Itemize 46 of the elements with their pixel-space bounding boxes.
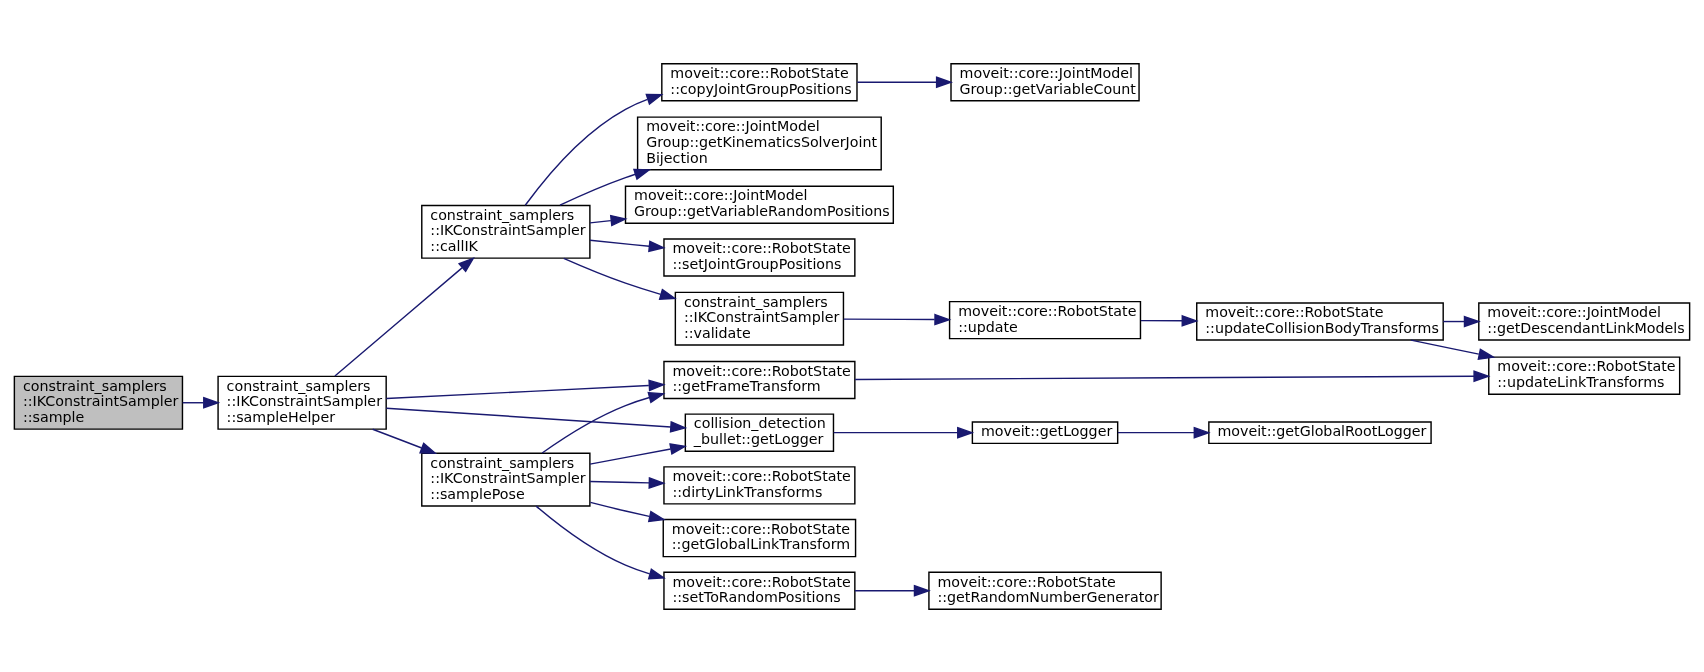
arrow [589,214,628,227]
node-box: constraint_samplers ::IKConstraintSampler ::validate [674,291,845,346]
node-box: moveit::core::RobotState ::copyJointGroupPositions [661,62,858,101]
arrow [524,93,664,206]
node-box: moveit::core::JointModel ::getDescendantLinkModels [1478,301,1691,341]
arrow [1442,315,1481,328]
arrow [832,426,975,439]
node-box: constraint_samplers ::IKConstraintSampler ::samplePose [421,452,591,507]
arrow [854,584,931,597]
node-box: moveit::core::RobotState ::getGlobalLinkTransform [662,518,857,557]
arrow [589,476,666,489]
arrow [563,257,677,300]
arrow [182,396,221,409]
node-box: moveit::getLogger [971,420,1119,444]
arrow [385,407,688,433]
arrow [535,504,666,580]
arrow [334,256,475,377]
node-box: moveit::core::RobotState ::update [948,300,1142,339]
node-box: collision_detection _bullet::getLogger [684,412,835,452]
node-box: moveit::core::RobotState ::getFrameTransform [663,360,856,399]
node-box: constraint_samplers ::IKConstraintSampler ::callIK [421,204,591,259]
arrow [1117,426,1211,439]
node-box: moveit::core::RobotState ::setJointGroupPositions [663,237,856,277]
arrow [371,428,438,454]
arrow [843,313,952,326]
node-box: moveit::core::RobotState ::updateLinkTransforms [1488,355,1681,395]
node-box: moveit::core::RobotState ::getRandomNumberGenerator [928,571,1162,610]
arrow [856,75,953,88]
arrow [559,168,652,206]
node-box: moveit::core::RobotState ::updateCollisionBodyTransforms [1196,301,1444,341]
arrow [589,442,688,465]
arrow [589,239,666,252]
node-box: moveit::core::JointModel Group::getKinematicsSolverJoint Bijection [636,115,882,171]
arrow [385,378,666,399]
node-box: constraint_samplers ::IKConstraintSampler ::sampleHelper [217,375,387,430]
node-box: moveit::getGlobalRootLogger [1208,420,1432,444]
node-box: moveit::core::RobotState ::dirtyLinkTransforms [663,465,856,505]
node-box: moveit::core::RobotState ::setToRandomPositions [663,571,856,610]
arrow [541,391,666,454]
arrow [1410,338,1496,360]
node-box: moveit::core::JointModel Group::getVariableRandomPositions [624,185,894,224]
arrow [1140,314,1199,327]
arrow [589,501,666,522]
node-box: constraint_samplers ::IKConstraintSampler ::sample [13,375,184,430]
node-box: moveit::core::JointModel Group::getVariableCount [950,62,1140,101]
arrow [854,369,1491,382]
